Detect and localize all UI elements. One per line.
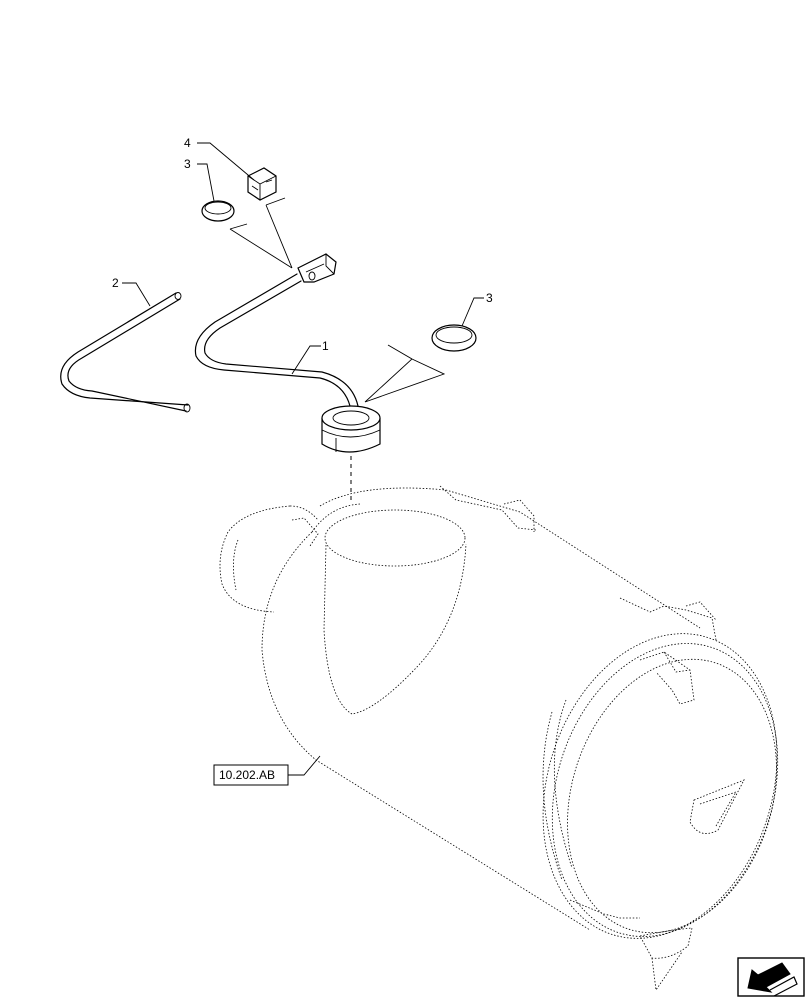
leader-3-upper [197,163,215,202]
callout-3-right: 3 [486,291,493,305]
arrow-left-down-icon[interactable] [737,957,805,997]
part-4-clip [247,167,277,201]
part-3-right-clamp [431,324,477,352]
air-filter-housing [219,485,779,992]
grommet [321,405,381,453]
part-2-tube [60,292,191,413]
leader-2 [122,282,151,307]
callout-2: 2 [112,276,119,290]
leader-4 [197,142,255,181]
leader-bracket-upper [229,197,293,269]
callout-4: 4 [184,136,191,150]
leader-ref [288,755,321,776]
leader-3-right [461,297,484,327]
part-3-upper-clamp [201,200,235,222]
reference-label[interactable]: 10.202.AB [219,768,275,782]
callout-1: 1 [322,339,329,353]
leader-1 [291,345,321,375]
leader-bracket-right [364,344,446,403]
reference-box[interactable]: 10.202.AB [213,764,289,786]
callout-3-upper: 3 [184,157,191,171]
part-1-hose [194,253,359,407]
